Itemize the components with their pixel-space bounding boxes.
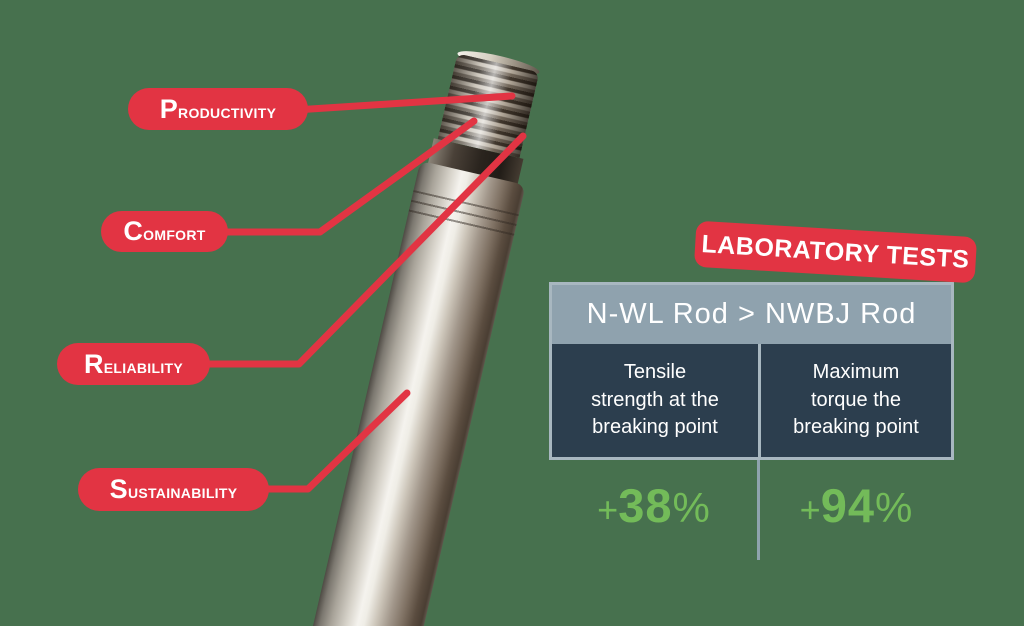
values-row: + 38 % + 94 % <box>549 478 954 542</box>
value-number: 94 <box>820 479 875 532</box>
value-unit: % <box>874 484 913 531</box>
value-sign: + <box>597 489 619 530</box>
callout-label-text: Comfort <box>123 216 206 246</box>
table-metric-row: Tensile strength at the breaking point M… <box>552 344 951 457</box>
column-divider-line <box>757 460 760 560</box>
callout-line-productivity <box>291 92 516 114</box>
table-header: N-WL Rod > NWBJ Rod <box>552 285 951 344</box>
value-tensile-strength: + 38 % <box>549 478 758 542</box>
callout-label-reliability: Reliability <box>57 343 210 385</box>
callout-label-productivity: Productivity <box>128 88 308 130</box>
callout-line-reliability <box>196 132 527 368</box>
comparison-table: N-WL Rod > NWBJ Rod Tensile strength at … <box>549 282 954 460</box>
callout-label-sustainability: Sustainability <box>78 468 269 511</box>
value-maximum-torque: + 94 % <box>758 478 954 542</box>
callout-label-text: Sustainability <box>109 474 238 504</box>
callout-label-text: Reliability <box>83 348 184 379</box>
callout-line-comfort <box>211 117 478 236</box>
metric-maximum-torque: Maximum torque the breaking point <box>793 361 919 439</box>
value-sign: + <box>799 489 821 530</box>
metric-tensile-strength: Tensile strength at the breaking point <box>552 344 761 457</box>
callout-label-text: Productivity <box>159 93 277 124</box>
value-number: 38 <box>618 479 673 532</box>
value-unit: % <box>672 484 710 531</box>
callout-label-comfort: Comfort <box>101 211 228 252</box>
callout-line-sustainability <box>254 389 411 493</box>
